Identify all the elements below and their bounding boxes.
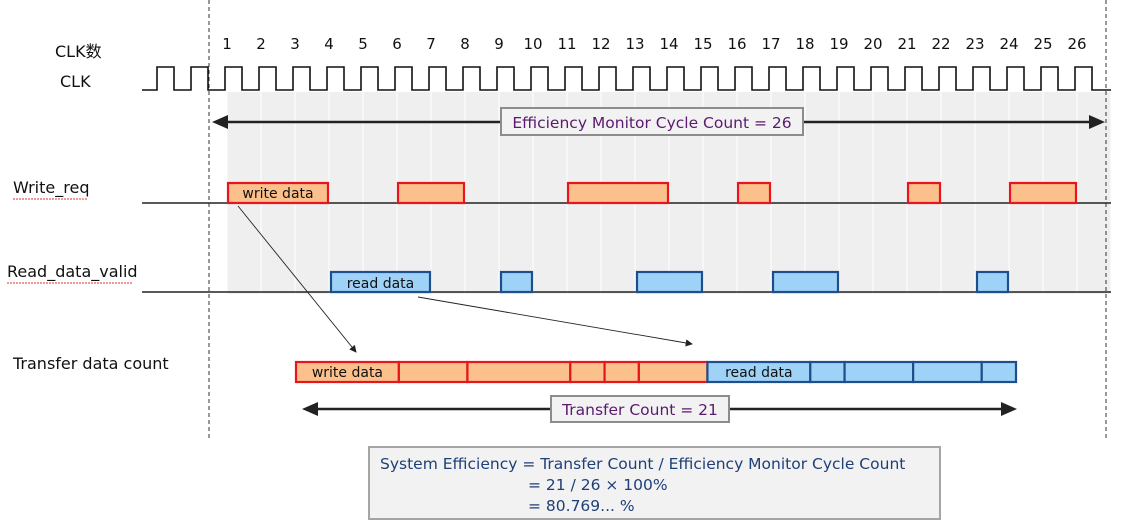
clock-number: 9 bbox=[494, 35, 504, 53]
clk-count-label: CLK数 bbox=[55, 42, 102, 61]
equation-line-1: System Efficiency = Transfer Count / Eff… bbox=[380, 455, 906, 473]
clock-number: 25 bbox=[1033, 35, 1052, 53]
transfer-data-count-bar: write data read data bbox=[294, 360, 1018, 384]
clock-number: 10 bbox=[523, 35, 542, 53]
clock-number: 21 bbox=[897, 35, 916, 53]
transfer-write-label: write data bbox=[312, 365, 383, 381]
transfer-read-label: read data bbox=[725, 365, 793, 381]
transfer-count-label-box bbox=[550, 395, 730, 423]
transfer-write-segment bbox=[397, 360, 469, 384]
clock-number: 3 bbox=[290, 35, 300, 53]
clock-number: 1 bbox=[222, 35, 232, 53]
transfer-write-segment bbox=[603, 360, 640, 384]
read-pulse bbox=[635, 270, 704, 294]
write-pulse bbox=[1008, 181, 1078, 205]
write-pulse bbox=[396, 181, 466, 205]
clk-label: CLK bbox=[60, 72, 91, 91]
clock-number: 22 bbox=[931, 35, 950, 53]
write-pulse bbox=[736, 181, 772, 205]
transfer-count-arrowhead-left bbox=[302, 402, 318, 416]
transfer-read-segment bbox=[980, 360, 1018, 384]
write-to-transfer-arrow bbox=[237, 205, 357, 353]
clock-number: 14 bbox=[659, 35, 678, 53]
clock-number: 18 bbox=[795, 35, 814, 53]
read-valid-pulses: read data bbox=[329, 270, 1010, 294]
write-pulse-label: write data bbox=[242, 186, 313, 202]
clock-number: 8 bbox=[460, 35, 470, 53]
clock-number: 15 bbox=[693, 35, 712, 53]
read-pulse bbox=[975, 270, 1010, 294]
cycle-count-arrowhead-right bbox=[1089, 115, 1105, 129]
write-pulse bbox=[906, 181, 942, 205]
read-to-transfer-arrow bbox=[417, 296, 693, 347]
equation-line-2: = 21 / 26 × 100% bbox=[528, 476, 668, 494]
transfer-count-arrowhead-right bbox=[1001, 402, 1017, 416]
system-efficiency-equation: System Efficiency = Transfer Count / Eff… bbox=[368, 446, 941, 520]
clock-number: 4 bbox=[324, 35, 334, 53]
write-pulse bbox=[226, 181, 330, 205]
read-pulse bbox=[499, 270, 534, 294]
clock-number: 7 bbox=[426, 35, 436, 53]
transfer-write-segment bbox=[637, 360, 709, 384]
clock-number: 23 bbox=[965, 35, 984, 53]
cycle-count-arrowhead-left bbox=[212, 115, 228, 129]
write-req-pulses: write data bbox=[226, 181, 1078, 205]
transfer-read-segment bbox=[843, 360, 915, 384]
clock-number: 2 bbox=[256, 35, 266, 53]
equation-line-3: = 80.769... % bbox=[528, 497, 635, 515]
transfer-data-count-label: Transfer data count bbox=[12, 354, 169, 373]
write-pulse bbox=[566, 181, 670, 205]
clock-number: 26 bbox=[1067, 35, 1086, 53]
clock-number: 13 bbox=[625, 35, 644, 53]
clock-number: 24 bbox=[999, 35, 1018, 53]
read-pulse bbox=[771, 270, 840, 294]
transfer-write-segment bbox=[466, 360, 572, 384]
clock-number: 20 bbox=[863, 35, 882, 53]
clock-number: 6 bbox=[392, 35, 402, 53]
read-data-valid-label: Read_data_valid bbox=[7, 262, 138, 282]
write-req-label: Write_req bbox=[13, 178, 89, 198]
transfer-read-segment bbox=[809, 360, 846, 384]
clock-number: 11 bbox=[557, 35, 576, 53]
clk-waveform bbox=[142, 66, 1111, 91]
read-pulse-label: read data bbox=[347, 276, 415, 292]
cycle-count-label: Efficiency Monitor Cycle Count = 26 bbox=[512, 114, 791, 132]
clock-number: 19 bbox=[829, 35, 848, 53]
transfer-count-label: Transfer Count = 21 bbox=[561, 401, 718, 419]
cycle-count-label-box bbox=[500, 107, 804, 136]
transfer-read-segment bbox=[912, 360, 983, 384]
read-pulse bbox=[329, 270, 432, 294]
clock-number: 17 bbox=[761, 35, 780, 53]
transfer-write-segment bbox=[569, 360, 606, 384]
clock-number: 16 bbox=[727, 35, 746, 53]
clock-number: 12 bbox=[591, 35, 610, 53]
clock-number: 5 bbox=[358, 35, 368, 53]
